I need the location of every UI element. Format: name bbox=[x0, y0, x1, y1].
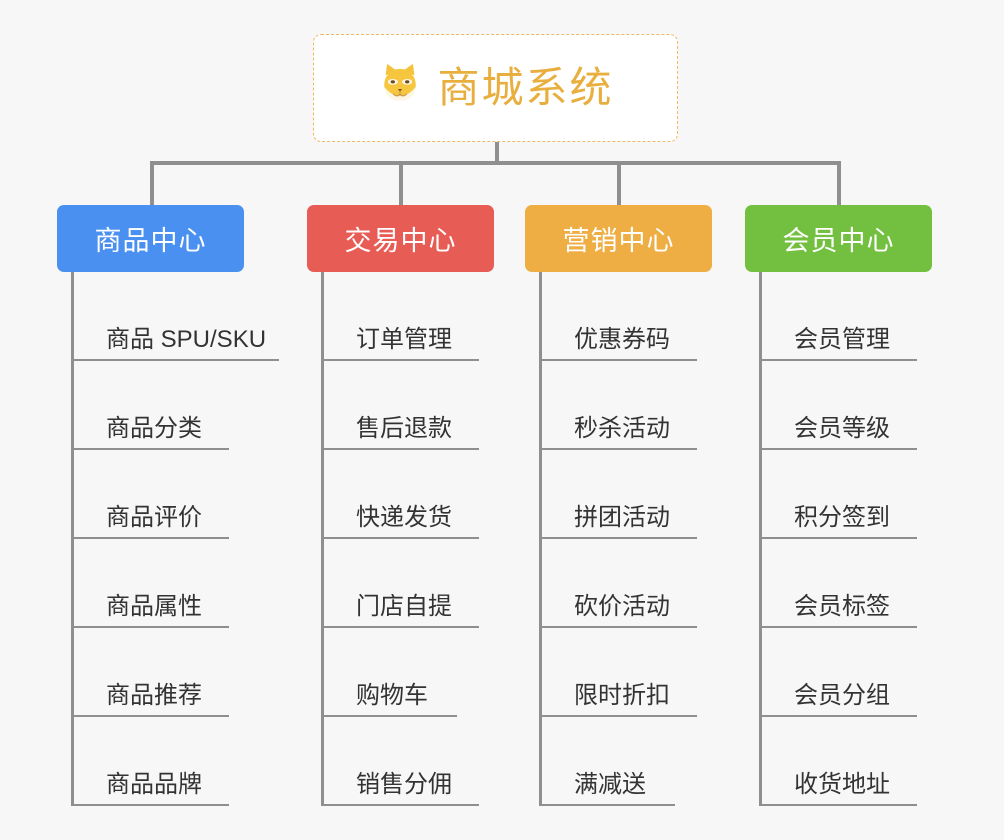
list-item[interactable]: 商品分类 bbox=[74, 361, 229, 450]
column-header-marketing-center[interactable]: 营销中心 bbox=[525, 205, 712, 272]
column-items-marketing-center: 优惠券码 秒杀活动 拼团活动 砍价活动 限时折扣 满减送 bbox=[539, 272, 712, 806]
list-item[interactable]: 商品品牌 bbox=[74, 717, 229, 806]
list-item[interactable]: 商品推荐 bbox=[74, 628, 229, 717]
column-items-product-center: 商品 SPU/SKU 商品分类 商品评价 商品属性 商品推荐 商品品牌 bbox=[71, 272, 279, 806]
list-item[interactable]: 门店自提 bbox=[324, 539, 479, 628]
list-item[interactable]: 会员等级 bbox=[762, 361, 917, 450]
list-item[interactable]: 商品评价 bbox=[74, 450, 229, 539]
shiba-dog-face-icon bbox=[377, 61, 423, 115]
column-header-product-center[interactable]: 商品中心 bbox=[57, 205, 244, 272]
list-item[interactable]: 满减送 bbox=[542, 717, 675, 806]
column-header-member-center[interactable]: 会员中心 bbox=[745, 205, 932, 272]
connector-drop-1 bbox=[150, 161, 154, 206]
list-item[interactable]: 砍价活动 bbox=[542, 539, 697, 628]
column-marketing-center: 营销中心 优惠券码 秒杀活动 拼团活动 砍价活动 限时折扣 满减送 bbox=[525, 205, 712, 806]
list-item[interactable]: 拼团活动 bbox=[542, 450, 697, 539]
connector-drop-4 bbox=[837, 161, 841, 206]
list-item[interactable]: 限时折扣 bbox=[542, 628, 697, 717]
connector-horizontal-bus bbox=[150, 161, 841, 165]
connector-stem bbox=[495, 142, 499, 164]
list-item[interactable]: 商品属性 bbox=[74, 539, 229, 628]
list-item[interactable]: 会员标签 bbox=[762, 539, 917, 628]
column-items-member-center: 会员管理 会员等级 积分签到 会员标签 会员分组 收货地址 bbox=[759, 272, 932, 806]
list-item[interactable]: 订单管理 bbox=[324, 282, 479, 361]
column-items-trade-center: 订单管理 售后退款 快递发货 门店自提 购物车 销售分佣 bbox=[321, 272, 494, 806]
list-item[interactable]: 收货地址 bbox=[762, 717, 917, 806]
list-item[interactable]: 秒杀活动 bbox=[542, 361, 697, 450]
list-item[interactable]: 售后退款 bbox=[324, 361, 479, 450]
list-item[interactable]: 快递发货 bbox=[324, 450, 479, 539]
root-title: 商城系统 bbox=[437, 64, 614, 111]
connector-drop-3 bbox=[617, 161, 621, 206]
list-item[interactable]: 会员分组 bbox=[762, 628, 917, 717]
column-member-center: 会员中心 会员管理 会员等级 积分签到 会员标签 会员分组 收货地址 bbox=[745, 205, 932, 806]
connector-drop-2 bbox=[399, 161, 403, 206]
column-header-trade-center[interactable]: 交易中心 bbox=[307, 205, 494, 272]
column-product-center: 商品中心 商品 SPU/SKU 商品分类 商品评价 商品属性 商品推荐 商品品牌 bbox=[57, 205, 279, 806]
column-trade-center: 交易中心 订单管理 售后退款 快递发货 门店自提 购物车 销售分佣 bbox=[307, 205, 494, 806]
list-item[interactable]: 积分签到 bbox=[762, 450, 917, 539]
root-node[interactable]: 商城系统 bbox=[313, 34, 678, 142]
list-item[interactable]: 商品 SPU/SKU bbox=[74, 282, 279, 361]
list-item[interactable]: 会员管理 bbox=[762, 282, 917, 361]
list-item[interactable]: 销售分佣 bbox=[324, 717, 479, 806]
list-item[interactable]: 购物车 bbox=[324, 628, 457, 717]
list-item[interactable]: 优惠券码 bbox=[542, 282, 697, 361]
